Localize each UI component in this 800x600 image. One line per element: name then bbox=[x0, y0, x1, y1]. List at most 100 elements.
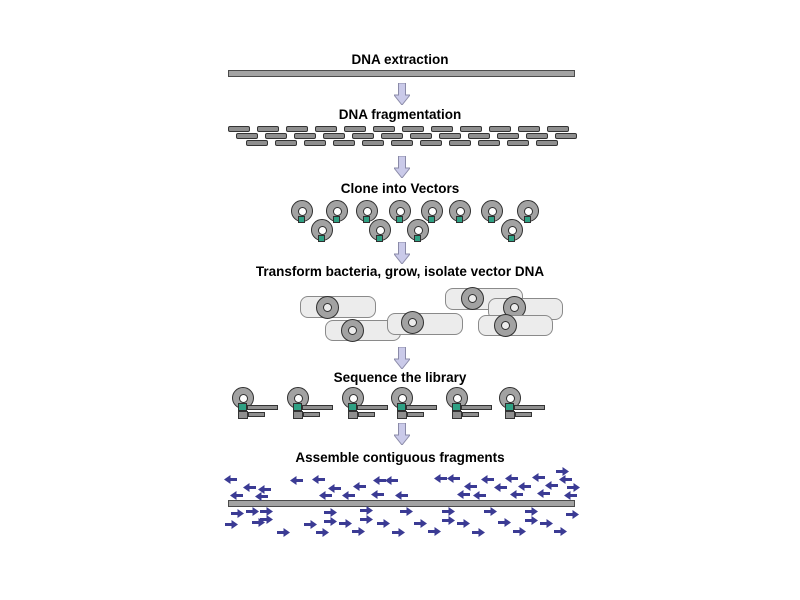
read-arrow-icon bbox=[565, 509, 579, 519]
vector-ring-hole bbox=[362, 206, 372, 216]
label-clone-into-vectors: Clone into Vectors bbox=[340, 181, 460, 196]
sequence-vector-ring-hole bbox=[293, 393, 303, 403]
read-arrow-icon bbox=[483, 506, 497, 516]
read-arrow-icon bbox=[323, 507, 337, 517]
flow-down-arrow-icon bbox=[394, 156, 410, 178]
dna-fragment bbox=[507, 140, 529, 146]
read-arrow-icon bbox=[524, 506, 538, 516]
read-arrow-icon bbox=[509, 489, 523, 499]
read-arrow-icon bbox=[563, 490, 577, 500]
read-arrow-icon bbox=[413, 518, 427, 528]
dna-fragment bbox=[547, 126, 569, 132]
dna-fragment bbox=[410, 133, 432, 139]
read-arrow-icon bbox=[471, 527, 485, 537]
read-arrow-icon bbox=[289, 475, 303, 485]
vector-insert bbox=[456, 216, 463, 223]
sequence-read-bar bbox=[515, 412, 532, 417]
vector-ring-hole bbox=[487, 206, 497, 216]
bacterium-vector-ring-hole bbox=[407, 317, 417, 327]
vector-ring-hole bbox=[395, 206, 405, 216]
vector-insert bbox=[508, 235, 515, 242]
read-arrow-icon bbox=[370, 489, 384, 499]
read-arrow-icon bbox=[224, 519, 238, 529]
sequence-stub bbox=[452, 411, 462, 419]
read-arrow-icon bbox=[352, 481, 366, 491]
sequence-read-bar bbox=[358, 412, 375, 417]
sequence-vector-ring-hole bbox=[452, 393, 462, 403]
dna-fragment bbox=[373, 126, 395, 132]
dna-fragment bbox=[286, 126, 308, 132]
dna-fragment bbox=[236, 133, 258, 139]
read-arrow-icon bbox=[497, 517, 511, 527]
dna-fragment bbox=[555, 133, 577, 139]
read-arrow-icon bbox=[504, 473, 518, 483]
vector-ring-hole bbox=[455, 206, 465, 216]
read-arrow-icon bbox=[223, 474, 237, 484]
vector-insert bbox=[333, 216, 340, 223]
label-dna-extraction: DNA extraction bbox=[351, 52, 449, 67]
sequence-read-bar bbox=[247, 405, 278, 410]
read-arrow-icon bbox=[245, 506, 259, 516]
read-arrow-icon bbox=[446, 473, 460, 483]
read-arrow-icon bbox=[391, 527, 405, 537]
dna-fragment bbox=[526, 133, 548, 139]
read-arrow-icon bbox=[315, 527, 329, 537]
vector-insert bbox=[348, 403, 357, 411]
sequence-vector-ring-hole bbox=[348, 393, 358, 403]
bacterium-vector-ring-hole bbox=[347, 325, 357, 335]
dna-fragment bbox=[489, 126, 511, 132]
flow-down-arrow-icon bbox=[394, 347, 410, 369]
read-arrow-icon bbox=[531, 472, 545, 482]
read-arrow-icon bbox=[359, 514, 373, 524]
dna-fragment bbox=[304, 140, 326, 146]
read-arrow-icon bbox=[544, 480, 558, 490]
vector-ring-hole bbox=[297, 206, 307, 216]
dna-fragment bbox=[257, 126, 279, 132]
sequence-stub bbox=[238, 411, 248, 419]
read-arrow-icon bbox=[242, 482, 256, 492]
read-arrow-icon bbox=[276, 527, 290, 537]
sequence-read-bar bbox=[514, 405, 545, 410]
sequence-stub bbox=[348, 411, 358, 419]
label-assemble-fragments: Assemble contiguous fragments bbox=[295, 450, 505, 465]
dna-fragment bbox=[352, 133, 374, 139]
vector-insert bbox=[318, 235, 325, 242]
read-arrow-icon bbox=[512, 526, 526, 536]
dna-fragment bbox=[228, 126, 250, 132]
sequence-read-bar bbox=[303, 412, 320, 417]
read-arrow-icon bbox=[517, 481, 531, 491]
read-arrow-icon bbox=[229, 490, 243, 500]
dna-fragment bbox=[439, 133, 461, 139]
dna-fragment bbox=[333, 140, 355, 146]
dna-fragment bbox=[315, 126, 337, 132]
vector-insert bbox=[505, 403, 514, 411]
vector-ring-hole bbox=[413, 225, 423, 235]
dna-fragment bbox=[362, 140, 384, 146]
read-arrow-icon bbox=[463, 481, 477, 491]
sequence-read-bar bbox=[357, 405, 388, 410]
bacterium-vector-ring-hole bbox=[467, 293, 477, 303]
vector-insert bbox=[293, 403, 302, 411]
dna-fragment bbox=[323, 133, 345, 139]
dna-fragment bbox=[344, 126, 366, 132]
dna-fragment bbox=[275, 140, 297, 146]
sequence-read-bar bbox=[407, 412, 424, 417]
vector-insert bbox=[238, 403, 247, 411]
sequence-vector-ring-hole bbox=[397, 393, 407, 403]
read-arrow-icon bbox=[433, 473, 447, 483]
flow-down-arrow-icon bbox=[394, 83, 410, 105]
read-arrow-icon bbox=[456, 489, 470, 499]
assembled-dna-bar bbox=[228, 500, 575, 507]
dna-fragment bbox=[497, 133, 519, 139]
read-arrow-icon bbox=[441, 515, 455, 525]
flow-down-arrow-icon bbox=[394, 242, 410, 264]
read-arrow-icon bbox=[341, 490, 355, 500]
read-arrow-icon bbox=[338, 518, 352, 528]
vector-insert bbox=[363, 216, 370, 223]
vector-ring-hole bbox=[427, 206, 437, 216]
dna-fragment bbox=[449, 140, 471, 146]
sequence-read-bar bbox=[406, 405, 437, 410]
vector-ring-hole bbox=[523, 206, 533, 216]
vector-insert bbox=[428, 216, 435, 223]
